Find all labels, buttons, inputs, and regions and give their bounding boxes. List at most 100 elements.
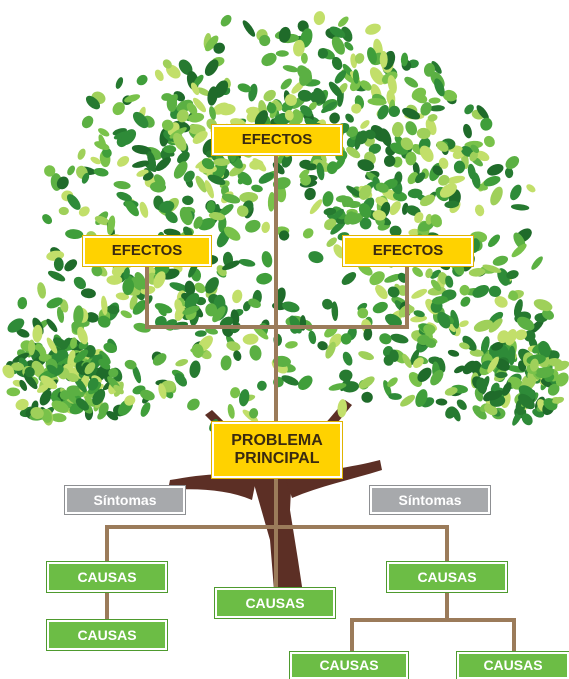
leaf <box>331 56 343 70</box>
leaf <box>488 285 502 298</box>
leaf <box>358 376 375 389</box>
leaf <box>420 194 435 207</box>
leaf <box>450 309 460 329</box>
leaf <box>383 380 392 397</box>
leaf <box>153 271 166 289</box>
leaf <box>446 175 466 184</box>
leaf <box>410 349 420 366</box>
leaf <box>405 151 417 166</box>
leaf <box>429 105 445 112</box>
leaf <box>194 282 206 294</box>
leaf <box>175 359 189 367</box>
leaf <box>81 115 94 129</box>
leaf <box>122 278 135 296</box>
leaf <box>415 389 428 408</box>
leaf <box>300 105 313 117</box>
leaf <box>196 87 211 96</box>
connectors <box>105 152 516 654</box>
leaf <box>37 282 46 299</box>
leaf <box>389 225 402 237</box>
leaf <box>116 191 132 202</box>
leaf <box>176 109 189 123</box>
effects-box-right: EFECTOS <box>343 236 473 266</box>
leaf <box>435 398 448 406</box>
leaf <box>383 155 396 167</box>
leaf <box>346 126 358 138</box>
tree-canopy <box>2 11 569 432</box>
leaf <box>112 264 124 283</box>
leaf <box>237 175 246 185</box>
leaf <box>313 87 326 104</box>
leaf <box>73 305 84 326</box>
leaf <box>526 184 536 193</box>
leaf <box>220 355 232 371</box>
leaf <box>140 389 155 401</box>
leaf <box>387 286 400 298</box>
leaf <box>6 387 21 397</box>
leaf <box>182 195 194 206</box>
leaf <box>298 375 313 391</box>
leaf <box>529 358 539 372</box>
leaf <box>242 20 256 37</box>
leaf <box>480 117 493 131</box>
leaf <box>346 146 361 159</box>
leaf <box>369 67 385 85</box>
leaf <box>132 111 149 129</box>
leaf <box>428 97 441 104</box>
leaf <box>439 183 457 198</box>
leaf <box>213 42 225 54</box>
leaf <box>337 399 347 418</box>
leaf <box>282 65 299 73</box>
causes-box-left-lower: CAUSAS <box>47 620 167 650</box>
leaf <box>531 256 543 270</box>
leaf <box>538 340 551 358</box>
leaf <box>308 330 317 345</box>
leaf <box>261 52 277 67</box>
leaf <box>359 217 372 230</box>
leaf <box>423 324 436 335</box>
leaf <box>285 341 298 349</box>
leaf <box>207 174 226 185</box>
leaf <box>402 107 421 120</box>
leaf <box>542 309 554 320</box>
leaf <box>430 279 442 292</box>
leaf <box>120 310 132 319</box>
leaf <box>463 123 472 139</box>
leaf <box>184 293 200 309</box>
leaf <box>358 262 373 276</box>
leaf <box>205 303 218 317</box>
leaf <box>365 23 381 35</box>
leaf <box>59 390 70 401</box>
leaf <box>367 98 387 106</box>
leaf <box>292 109 304 124</box>
leaf <box>32 324 43 343</box>
leaf <box>459 320 469 328</box>
leaf <box>300 52 308 64</box>
leaf <box>205 327 218 335</box>
leaf <box>326 161 338 175</box>
causes-box-right-lower-left: CAUSAS <box>290 652 408 679</box>
leaf <box>77 326 88 345</box>
leaf <box>436 141 449 152</box>
leaf <box>204 59 219 76</box>
leaf <box>469 150 478 162</box>
leaf <box>329 112 340 124</box>
leaf <box>344 41 354 51</box>
leaf <box>387 377 398 388</box>
leaf <box>140 402 151 417</box>
leaf <box>161 119 174 131</box>
leaf <box>94 215 110 226</box>
leaf <box>412 161 420 176</box>
leaf <box>402 353 412 368</box>
leaf <box>331 36 345 55</box>
leaf <box>425 268 433 279</box>
leaf <box>322 298 333 310</box>
leaf <box>516 316 535 331</box>
leaf <box>495 371 508 379</box>
leaf <box>293 39 305 57</box>
symptoms-box-right: Síntomas <box>370 486 490 514</box>
leaf <box>510 184 522 201</box>
leaf <box>471 171 481 189</box>
leaf <box>267 192 276 212</box>
leaf <box>158 200 175 213</box>
